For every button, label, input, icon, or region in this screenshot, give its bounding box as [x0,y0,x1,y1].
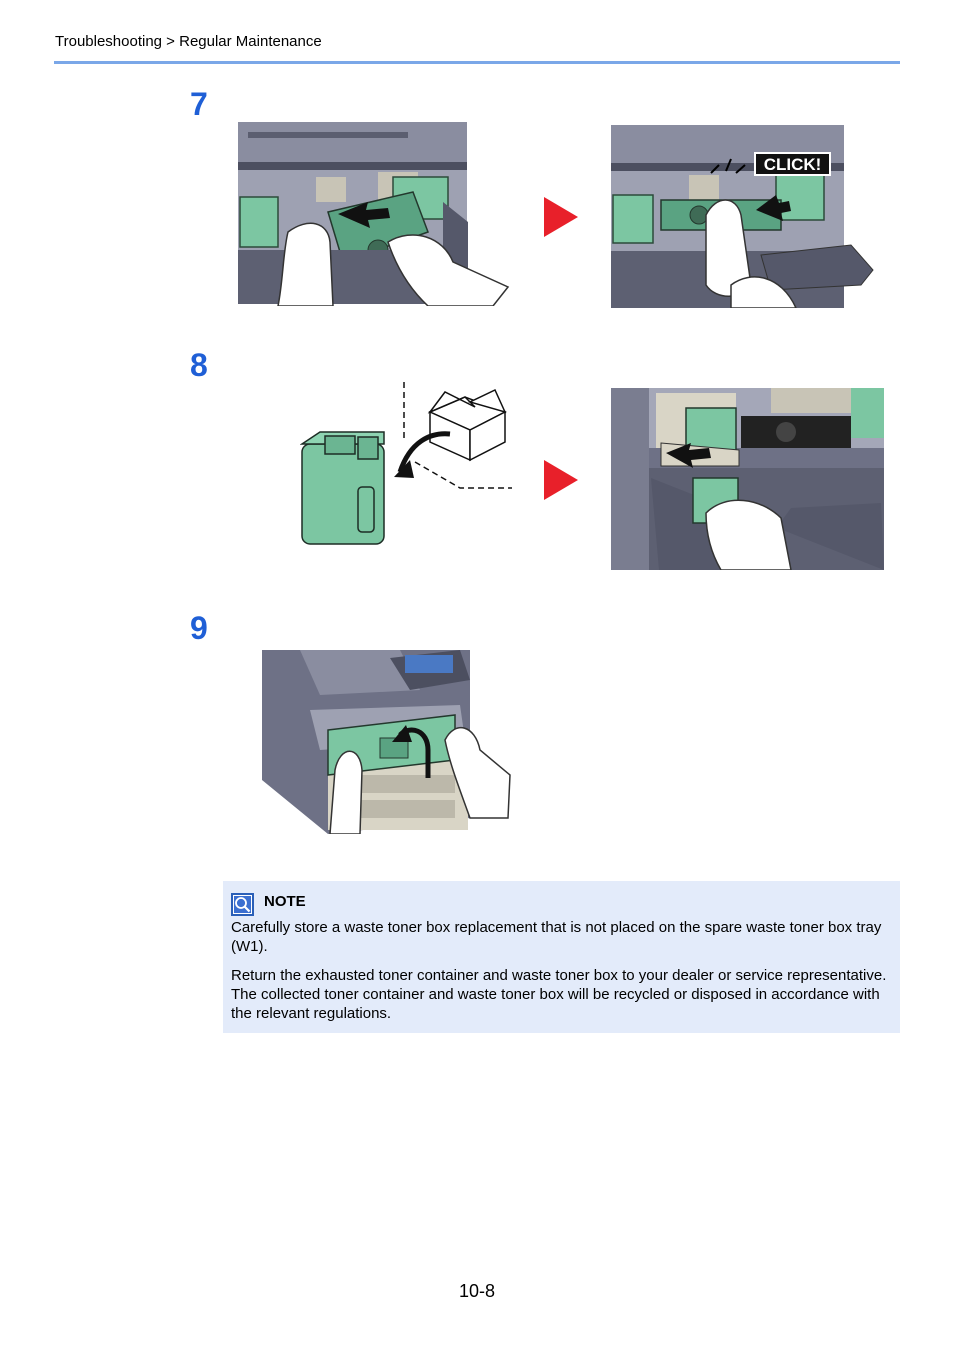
header-rule [54,61,900,64]
next-step-arrow-icon [544,460,578,500]
step8-install-new-waste-toner-box-illustration [611,388,884,570]
page-number: 10-8 [458,1281,496,1301]
note-icon [231,893,254,916]
step-number-8: 8 [190,347,208,383]
step8-store-used-box-in-carton-illustration [300,382,512,545]
step-number-9: 9 [190,610,208,646]
step-number-7: 7 [190,86,208,122]
step7-box-clicked-into-place-illustration: CLICK! [611,125,874,308]
note-title: NOTE [264,893,306,910]
next-step-arrow-icon [544,197,578,237]
note-box: NOTE Carefully store a waste toner box r… [223,881,900,1033]
note-paragraph-1: Carefully store a waste toner box replac… [231,919,882,955]
step7-insert-waste-toner-box-illustration [238,122,510,306]
step9-close-front-cover-illustration [262,650,511,834]
note-paragraph-2: Return the exhausted toner container and… [231,967,887,1022]
breadcrumb: Troubleshooting > Regular Maintenance [55,33,322,50]
click-label: CLICK! [764,155,822,174]
